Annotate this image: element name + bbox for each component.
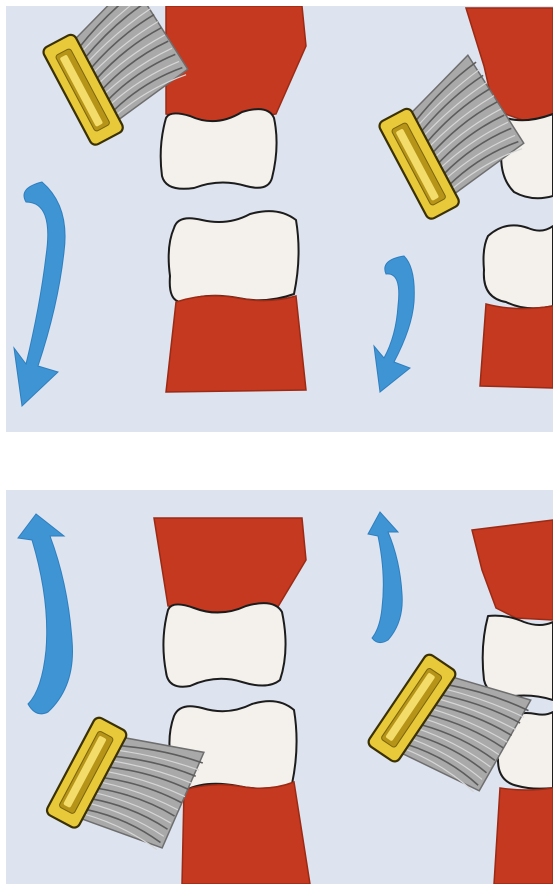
tooth-icon — [484, 225, 553, 308]
panel-bottom-right — [356, 490, 553, 884]
gum-icon — [182, 782, 310, 884]
gum-icon — [154, 518, 306, 612]
tooth-icon — [163, 603, 285, 687]
tooth-icon — [169, 211, 299, 302]
tooth-icon — [161, 109, 277, 189]
gum-icon — [166, 296, 306, 392]
panel-bottom-left — [6, 490, 356, 884]
gum-icon — [494, 788, 553, 884]
gum-icon — [480, 304, 553, 388]
panel-top-right — [356, 6, 553, 432]
panel-top-left — [6, 0, 356, 432]
tooth-icon — [483, 616, 553, 700]
